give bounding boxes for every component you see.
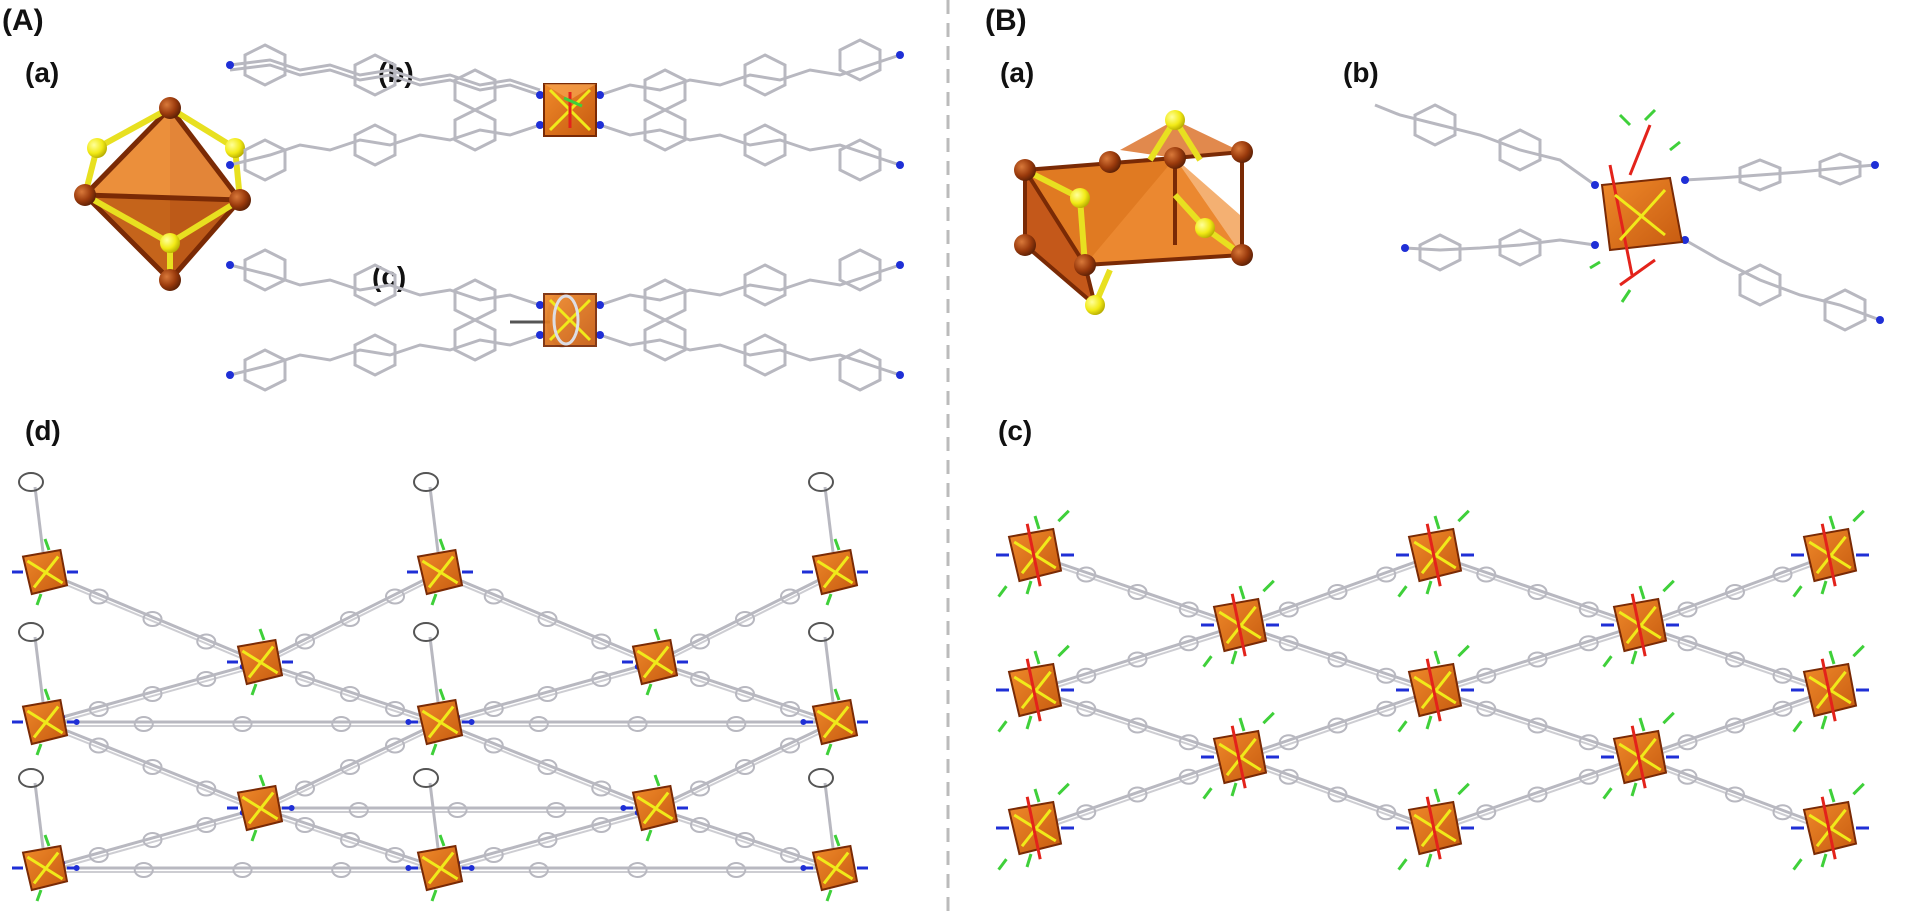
coordination-unit-a-c — [226, 248, 904, 392]
coordination-unit-b-b — [1374, 103, 1884, 332]
coordination-unit-a-b — [226, 38, 904, 182]
subpanel-label-a-d: (d) — [25, 415, 61, 446]
subpanel-label-a-a: (a) — [25, 57, 59, 88]
panel-label-b: (B) — [985, 4, 1027, 37]
subpanel-label-b-c: (c) — [998, 415, 1032, 446]
panel-label-a: (A) — [2, 4, 44, 37]
network-b-c — [996, 509, 1869, 871]
subpanel-label-b-b: (b) — [1343, 57, 1379, 88]
subpanel-label-b-a: (a) — [1000, 57, 1034, 88]
octahedron-cluster-a — [74, 97, 251, 291]
network-a-d — [12, 472, 868, 902]
prism-cluster-b — [1014, 110, 1253, 315]
